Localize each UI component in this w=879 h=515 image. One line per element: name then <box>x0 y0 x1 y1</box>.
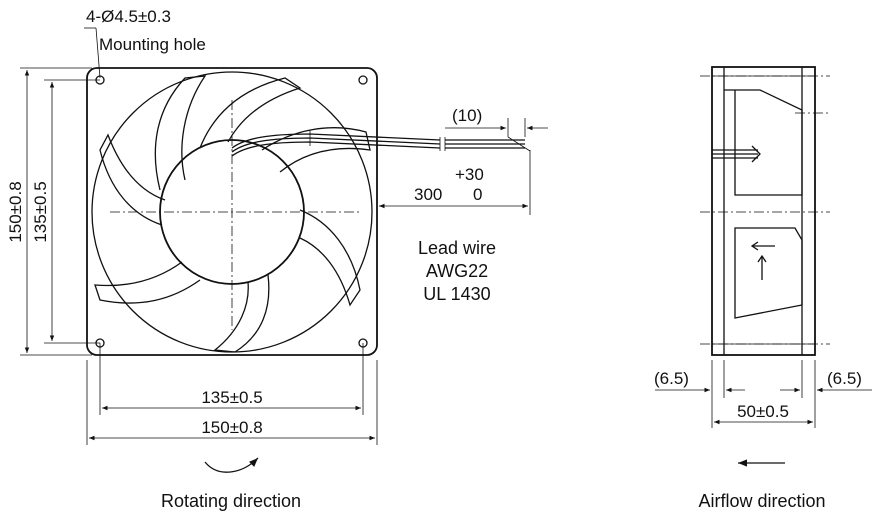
wire-tol-minus-label: 0 <box>473 185 482 204</box>
side-housing-upper <box>724 89 803 196</box>
wire-tol-plus-label: +30 <box>455 165 484 184</box>
front-view <box>20 27 548 473</box>
side-housing-lower <box>734 227 803 319</box>
hole-spec-label: 4-Ø4.5±0.3 <box>86 7 171 26</box>
fan-blades <box>94 75 371 353</box>
lead-wire-label: Lead wire <box>418 238 496 258</box>
ul-label: UL 1430 <box>423 284 490 304</box>
housing-rotation-arrow-icon <box>757 254 767 280</box>
width-inner-label: 135±0.5 <box>201 388 262 407</box>
mounting-hole-top-right <box>358 75 368 85</box>
wire-length-label: 300 <box>414 185 442 204</box>
rotating-direction-label: Rotating direction <box>161 491 301 511</box>
lead-wire-bundle <box>231 130 531 157</box>
height-inner-label: 135±0.5 <box>31 181 50 242</box>
right-offset-label: (6.5) <box>827 369 862 388</box>
strip-length-label: (10) <box>452 106 482 125</box>
side-wire-exit <box>712 145 761 163</box>
housing-airflow-arrow-icon <box>750 241 775 251</box>
height-outer-label: 150±0.8 <box>6 181 25 242</box>
awg-label: AWG22 <box>426 261 488 281</box>
side-frame <box>711 66 816 356</box>
width-outer-label: 150±0.8 <box>201 418 262 437</box>
airflow-direction-label: Airflow direction <box>698 491 825 511</box>
side-view <box>655 66 872 467</box>
hole-leader <box>95 27 101 79</box>
rotation-arrow-icon <box>204 457 259 473</box>
mounting-hole-label: Mounting hole <box>99 35 206 54</box>
depth-label: 50±0.5 <box>737 402 789 421</box>
left-offset-label: (6.5) <box>654 369 689 388</box>
